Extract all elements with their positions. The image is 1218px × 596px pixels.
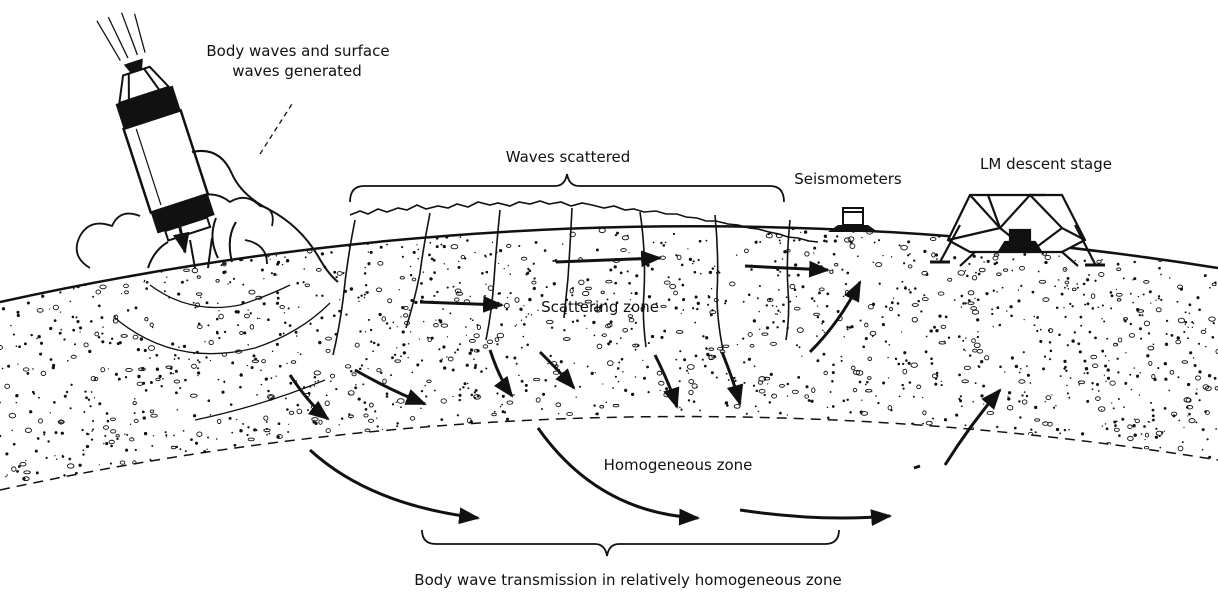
spacecraft-icon — [89, 5, 217, 243]
waves-scattered-brace — [350, 174, 784, 202]
seismometer-icon — [828, 208, 878, 232]
rough-surface-segment — [350, 201, 818, 242]
body-waves-label-line2: waves generated — [232, 62, 362, 80]
scattering-zone-label: Scattering zone — [541, 298, 659, 316]
lm-descent-stage-label: LM descent stage — [980, 155, 1112, 173]
homogeneous-boundary-dashed — [0, 417, 1218, 490]
leader-dashed — [260, 104, 292, 154]
scattered-wave-arrows — [290, 258, 1000, 465]
seismometers-label: Seismometers — [794, 170, 902, 188]
body-wave-brace — [422, 530, 839, 556]
regolith-stipple — [0, 226, 1218, 481]
homogeneous-zone-label: Homogeneous zone — [604, 456, 753, 474]
waves-scattered-label: Waves scattered — [506, 148, 631, 166]
lm-descent-stage-icon — [930, 195, 1105, 266]
body-wave-transmission-label: Body wave transmission in relatively hom… — [414, 571, 841, 589]
body-waves-label-line1: Body waves and surface — [206, 42, 389, 60]
